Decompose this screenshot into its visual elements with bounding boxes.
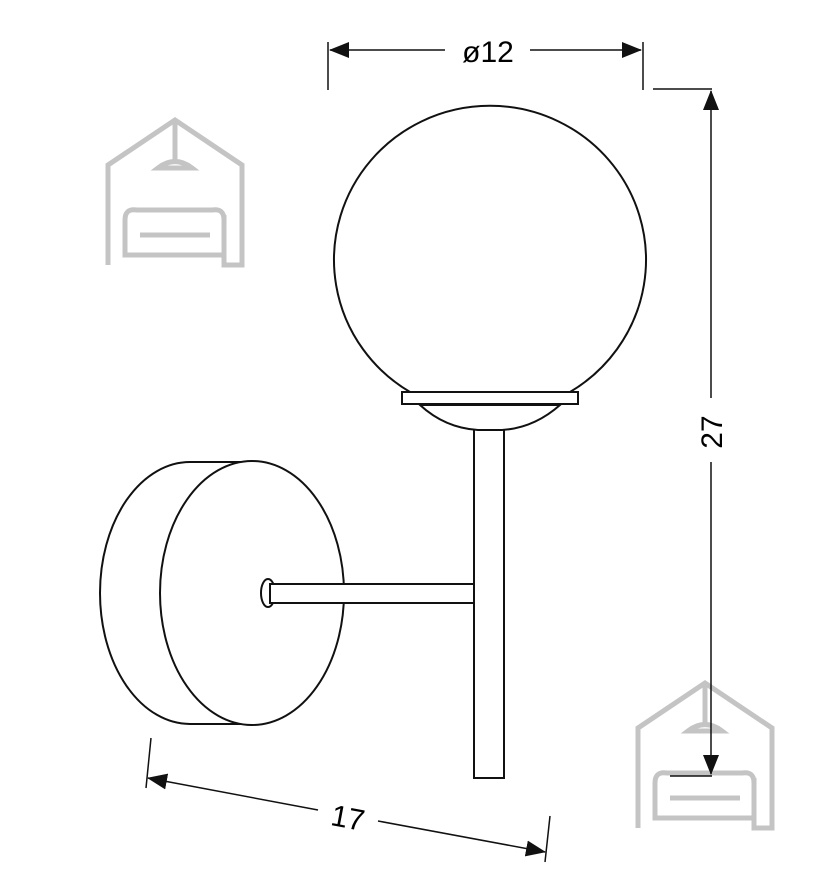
depth-dimension: 17	[145, 737, 551, 863]
lamp-stem	[473, 425, 505, 779]
watermark-house-icon-2	[635, 679, 775, 831]
glass-globe	[333, 104, 647, 393]
wall-canopy	[99, 460, 345, 726]
diameter-dimension: ø12	[327, 36, 644, 90]
watermark-house-icon	[105, 116, 245, 268]
globe-holder	[401, 391, 579, 431]
height-dimension: 27	[653, 88, 729, 777]
height-label: 27	[696, 415, 729, 448]
diameter-label: ø12	[462, 36, 514, 69]
depth-label: 17	[328, 799, 367, 838]
lamp-arm	[269, 583, 476, 604]
